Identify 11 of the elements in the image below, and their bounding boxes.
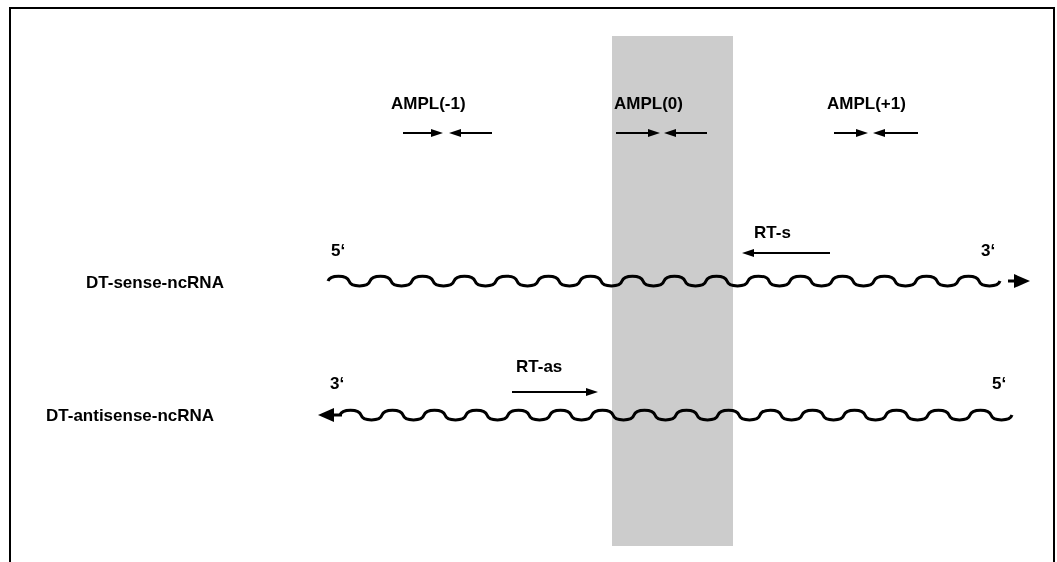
text-label: DT-antisense-ncRNA (46, 407, 215, 424)
text-label: DT-sense-ncRNA (86, 274, 224, 291)
text-label: 5‘ (992, 375, 1007, 392)
text-label: 3‘ (330, 375, 345, 392)
text-label: 5‘ (331, 242, 346, 259)
text-label: AMPL(-1) (391, 95, 466, 112)
text-label: AMPL(0) (614, 95, 683, 112)
text-label: 3‘ (981, 242, 996, 259)
text-label: RT-as (516, 358, 563, 375)
text-label: RT-s (754, 224, 791, 241)
text-label: AMPL(+1) (827, 95, 906, 112)
